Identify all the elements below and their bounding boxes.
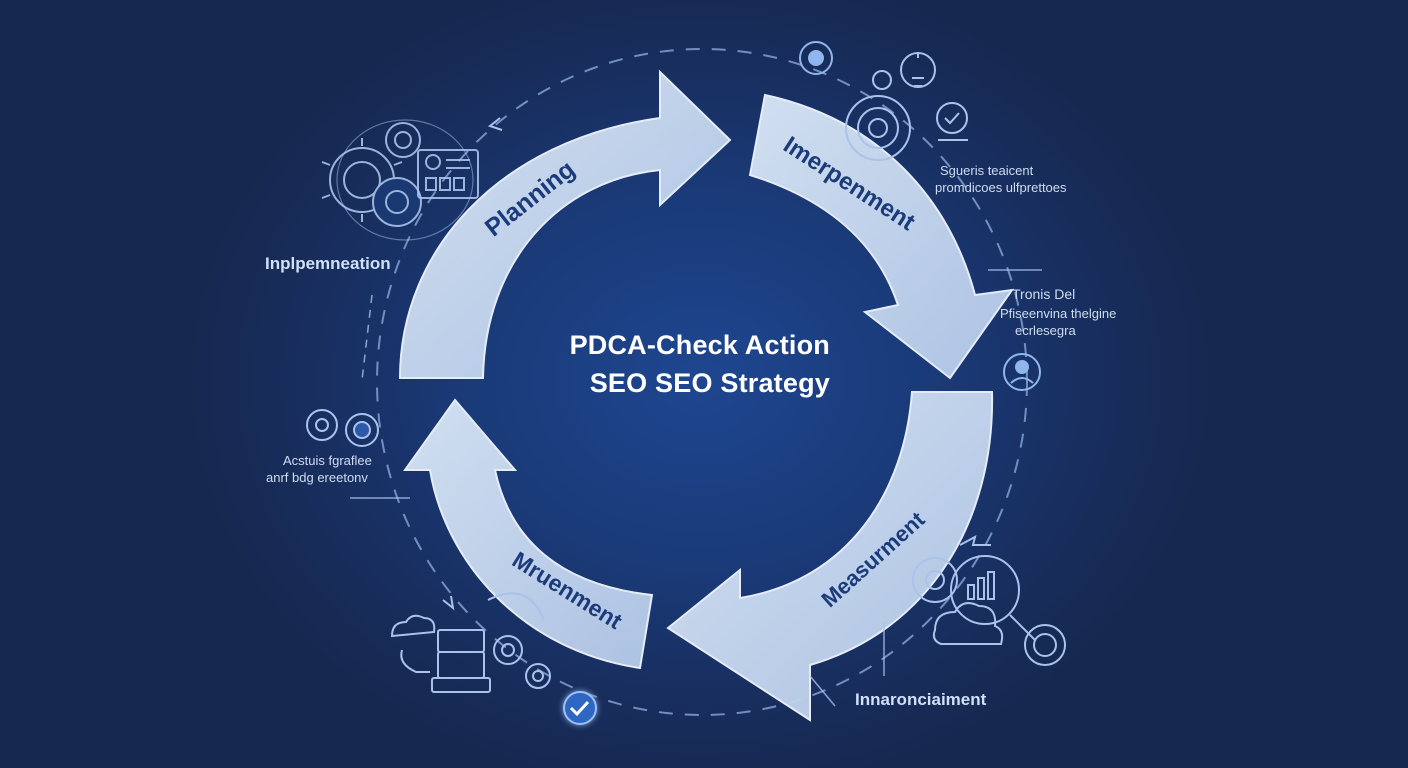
check-badge-icon [563,691,597,725]
arrow-implementation [748,93,1015,380]
arrow-measurement [666,391,994,722]
note-left-mid-line2: anrf bdg ereetonv [266,470,368,485]
center-title-line1: PDCA-Check Action [569,330,830,360]
label-left-top: Inplpemneation [265,254,391,273]
server-gear-icon [431,592,551,693]
note-top-right-line1: Sgueris teaicent [940,163,1034,178]
note-top-right-line2: promdicoes ulfprettoes [935,180,1067,195]
cloud-icon [390,614,436,673]
orbit-line [336,119,474,241]
analytics-magnifier-icon [912,535,1066,666]
note-mid-right-line1: Tronis Del [1012,286,1076,302]
user-circle-icon [1003,353,1041,391]
lightbulb-gear-icon [872,52,936,90]
gears-icon [321,122,422,227]
ring-arrow-markers [442,117,503,611]
arrow-planning [398,69,732,379]
settings-badge-icon [799,41,833,75]
arrow-mruenment [403,398,654,670]
note-mid-right-line2: Pfiseenvina thelgine [1000,306,1117,321]
center-title-line2: SEO SEO Strategy [589,368,830,398]
outer-dashed-ring [376,48,1028,716]
small-gears-icon [306,409,379,447]
note-left-mid-line1: Acstuis fgraflee [283,453,372,468]
dashboard-icon [417,149,479,199]
label-bottom: Innaronciaiment [855,690,987,709]
checkmark-circle-icon [936,102,968,141]
gear-circle-icon [845,95,911,161]
connector-lines [350,269,1042,707]
note-mid-right-line3: ecrlesegra [1015,323,1076,338]
